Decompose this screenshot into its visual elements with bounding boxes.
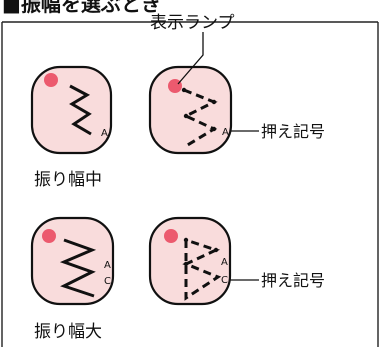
indicator-lamp-label: 表示ランプ — [150, 13, 235, 33]
medium-width-button-left[interactable]: A — [30, 65, 113, 155]
section-heading: ■振幅を選ぶとき — [2, 0, 161, 16]
indicator-lamp — [44, 73, 58, 87]
presser-letter-a: A — [222, 127, 229, 138]
presser-symbol-label-2: 押え記号 — [261, 271, 325, 290]
presser-letter-a: A — [101, 128, 108, 139]
wide-dashed-stitch-icon — [182, 238, 222, 301]
medium-width-button-right[interactable]: A — [148, 65, 233, 155]
indicator-lamp — [164, 229, 178, 243]
large-width-button-right[interactable]: A C — [148, 216, 232, 306]
presser-letter-a: A — [104, 260, 111, 271]
presser-symbol-label: 押え記号 — [261, 122, 325, 141]
width-large-label: 振り幅大 — [34, 322, 102, 342]
zigzag-stitch-icon — [69, 84, 92, 136]
presser-letter-c: C — [221, 275, 228, 286]
presser-letter-c: C — [104, 276, 111, 287]
indicator-lamp-leader — [177, 32, 204, 85]
wide-zigzag-stitch-icon — [59, 238, 97, 298]
large-width-button-left[interactable]: A C — [30, 216, 115, 306]
dashed-zigzag-stitch-icon — [182, 88, 218, 148]
frame — [1, 21, 379, 347]
indicator-lamp — [42, 229, 56, 243]
width-medium-label: 振り幅中 — [34, 170, 102, 190]
presser-letter-a: A — [221, 257, 228, 268]
